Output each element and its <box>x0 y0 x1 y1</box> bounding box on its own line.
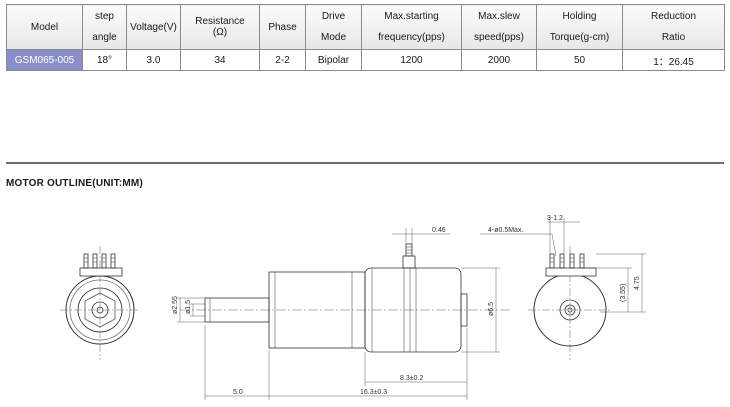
dim-pin-pitch: 3-1.2 <box>547 215 563 222</box>
motor-outline-drawing: 0.46 3-1.2 4-ø0.5Max. ø2.55 ø1.5 ø6.5 (3… <box>60 215 646 400</box>
cell-max-starting: 1200 <box>361 49 462 71</box>
header-phase: Phase <box>259 4 306 50</box>
dim-pin-width: 0.46 <box>432 227 446 234</box>
cell-resistance: 34 <box>180 49 260 71</box>
dim-pin-height-outer: 4.75 <box>634 276 641 290</box>
cell-holding-torque: 50 <box>536 49 623 71</box>
dim-pin-height-inner: (3.55) <box>620 284 627 302</box>
left-end-view <box>60 246 140 360</box>
dim-pin-diameter: 4-ø0.5Max. <box>488 227 523 234</box>
dim-motor-length: 8.3±0.2 <box>400 375 423 382</box>
cell-step-angle: 18° <box>82 49 127 71</box>
right-end-view <box>480 218 646 360</box>
header-resistance: Resistance(Ω) <box>180 4 260 50</box>
dim-total-length: 16.3±0.3 <box>360 389 387 396</box>
dim-shaft-length: 5.0 <box>233 389 243 396</box>
header-voltage: Voltage(V) <box>126 4 181 50</box>
section-divider <box>6 162 724 164</box>
dim-shaft-outer: ø2.55 <box>172 296 179 314</box>
dim-body-diameter: ø6.5 <box>488 302 495 316</box>
cell-phase: 2-2 <box>259 49 306 71</box>
cell-model: GSM065-005 <box>6 49 83 71</box>
cell-voltage: 3.0 <box>126 49 181 71</box>
cell-drive-mode: Bipolar <box>305 49 362 71</box>
cell-reduction-ratio: 1：26.45 <box>622 49 725 71</box>
header-model: Model <box>6 4 83 50</box>
cell-max-slew: 2000 <box>461 49 537 71</box>
dim-shaft-inner: ø1.5 <box>185 300 192 314</box>
section-title: MOTOR OUTLINE(UNIT:MM) <box>6 178 143 189</box>
table-row: GSM065-005 18° 3.0 34 2-2 Bipolar 1200 2… <box>6 49 725 71</box>
side-view <box>177 228 510 400</box>
